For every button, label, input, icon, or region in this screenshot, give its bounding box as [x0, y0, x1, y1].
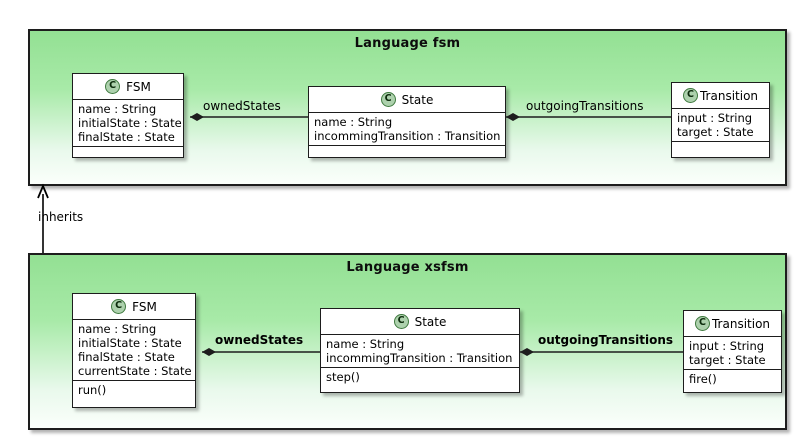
class-operations: [672, 142, 769, 155]
class-operations-empty: [78, 149, 179, 158]
class-stereotype-icon: C: [694, 316, 710, 331]
class-stereotype-icon: C: [682, 88, 698, 103]
class-operations-empty: [677, 144, 765, 153]
class-attribute: input : String: [689, 339, 765, 353]
class-attributes: input : String target : State: [672, 109, 769, 142]
class-name: State: [401, 92, 434, 107]
class-operation: fire(): [689, 372, 717, 386]
class-operations-empty: [314, 148, 501, 157]
class-operations: fire(): [684, 370, 781, 388]
class-attribute: finalState : State: [78, 350, 175, 364]
class-stereotype-icon: C: [393, 314, 409, 329]
class-attribute: name : String: [326, 337, 405, 351]
package-fsm-title: Language fsm: [354, 36, 461, 51]
class-operations: step(): [321, 368, 519, 386]
class-xsfsm-FSM[interactable]: C FSM name : String initialState : State…: [72, 293, 196, 408]
class-attribute: initialState : State: [78, 116, 182, 130]
class-name: FSM: [132, 299, 157, 314]
class-attributes: name : String incommingTransition : Tran…: [321, 335, 519, 368]
class-header: C Transition: [672, 83, 769, 109]
assoc-label-fsm-outgoingTransitions: outgoingTransitions: [526, 99, 644, 113]
class-name: FSM: [126, 79, 151, 94]
class-attributes: name : String initialState : State final…: [73, 100, 183, 147]
class-header: C State: [321, 309, 519, 335]
class-attributes: name : String initialState : State final…: [73, 320, 195, 381]
class-attribute: name : String: [314, 115, 393, 129]
class-attribute: incommingTransition : Transition: [314, 129, 501, 143]
class-attribute: finalState : State: [78, 130, 175, 144]
class-attributes: name : String incommingTransition : Tran…: [309, 113, 505, 146]
class-stereotype-icon: C: [380, 92, 396, 107]
class-xsfsm-State[interactable]: C State name : String incommingTransitio…: [320, 308, 520, 393]
class-stereotype-icon: C: [111, 299, 127, 314]
class-header: C FSM: [73, 74, 183, 100]
class-attribute: input : String: [677, 111, 753, 125]
class-fsm-Transition[interactable]: C Transition input : String target : Sta…: [671, 82, 770, 158]
class-name: Transition: [699, 88, 759, 103]
class-header: C Transition: [684, 311, 781, 337]
package-xsfsm-title: Language xsfsm: [346, 260, 469, 275]
class-attribute: target : State: [677, 125, 754, 139]
inherits-arrowhead-icon: [37, 183, 49, 199]
class-attribute: name : String: [78, 102, 157, 116]
class-header: C FSM: [73, 294, 195, 320]
class-attribute: incommingTransition : Transition: [326, 351, 513, 365]
class-stereotype-icon: C: [105, 79, 121, 94]
class-xsfsm-Transition[interactable]: C Transition input : String target : Sta…: [683, 310, 782, 393]
class-attribute: initialState : State: [78, 336, 182, 350]
class-name: Transition: [711, 316, 771, 331]
inherits-relation-label: inherits: [38, 210, 84, 224]
class-attribute: currentState : State: [78, 364, 192, 378]
assoc-label-xsfsm-ownedStates: ownedStates: [215, 333, 304, 347]
assoc-label-xsfsm-outgoingTransitions: outgoingTransitions: [538, 333, 674, 347]
class-operation: run(): [78, 383, 107, 397]
assoc-label-fsm-ownedStates: ownedStates: [203, 99, 281, 113]
class-header: C State: [309, 87, 505, 113]
class-fsm-State[interactable]: C State name : String incommingTransitio…: [308, 86, 506, 158]
class-attribute: name : String: [78, 322, 157, 336]
class-attribute: target : State: [689, 353, 766, 367]
class-operation: step(): [326, 370, 360, 384]
class-fsm-FSM[interactable]: C FSM name : String initialState : State…: [72, 73, 184, 158]
class-operations: [309, 146, 505, 159]
class-operations: [73, 147, 183, 160]
class-name: State: [414, 314, 447, 329]
class-attributes: input : String target : State: [684, 337, 781, 370]
class-operations: run(): [73, 381, 195, 399]
